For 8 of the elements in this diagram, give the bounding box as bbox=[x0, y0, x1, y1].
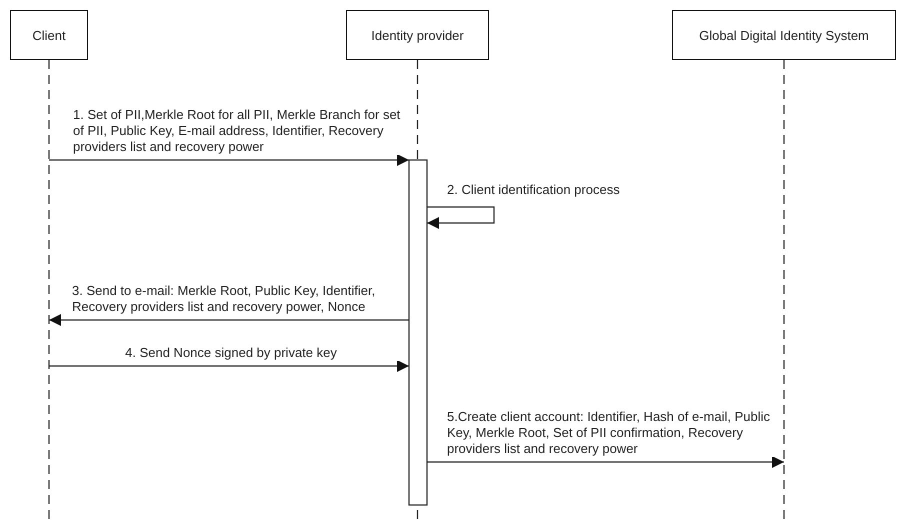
message-arrow bbox=[49, 360, 409, 372]
participant-box: Identity provider bbox=[346, 10, 489, 60]
participant-box: Client bbox=[10, 10, 88, 60]
participant-box: Global Digital Identity System bbox=[672, 10, 896, 60]
message-arrow bbox=[427, 206, 495, 229]
message-arrow bbox=[49, 154, 409, 166]
message-arrow bbox=[427, 456, 784, 468]
message-arrow bbox=[49, 314, 409, 326]
